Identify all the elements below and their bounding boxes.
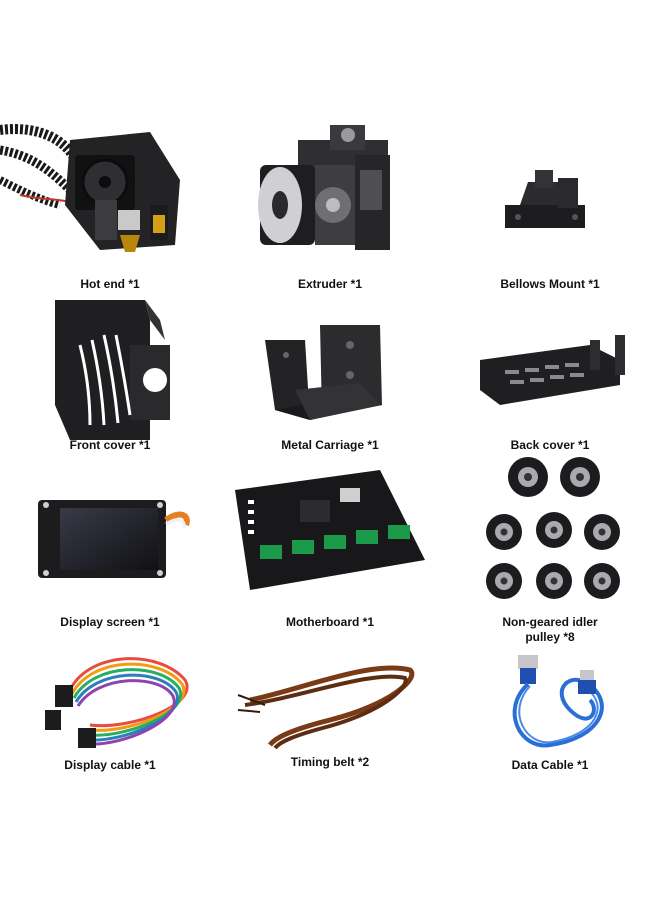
metal-carriage-icon bbox=[265, 325, 382, 420]
item-label: Front cover *1 bbox=[69, 438, 151, 452]
item-label: Data Cable *1 bbox=[511, 758, 589, 772]
display-screen-icon bbox=[38, 500, 190, 578]
item-label-line: Non-geared idler bbox=[502, 615, 598, 629]
motherboard-icon bbox=[235, 470, 425, 590]
item-label: Display cable *1 bbox=[64, 758, 156, 772]
item-motherboard: Motherboard *1 bbox=[220, 460, 440, 640]
item-front-cover: Front cover *1 bbox=[0, 295, 220, 465]
item-label: Extruder *1 bbox=[297, 277, 363, 291]
item-label: Display screen *1 bbox=[60, 615, 160, 629]
item-back-cover: Back cover *1 bbox=[440, 295, 660, 465]
item-label: Metal Carriage *1 bbox=[281, 438, 379, 452]
timing-belt-icon bbox=[237, 665, 415, 750]
item-label: Timing belt *2 bbox=[290, 755, 370, 769]
item-display-cable: Display cable *1 bbox=[0, 650, 220, 780]
front-cover-icon bbox=[55, 300, 170, 440]
item-label: Back cover *1 bbox=[510, 438, 590, 452]
bellows-mount-icon bbox=[505, 170, 585, 228]
item-label: Hot end *1 bbox=[80, 277, 140, 291]
item-label: Bellows Mount *1 bbox=[500, 277, 600, 291]
back-cover-icon bbox=[480, 335, 625, 405]
idler-pulley-icon bbox=[486, 457, 620, 599]
extruder-icon bbox=[258, 125, 390, 250]
item-bellows-mount: Bellows Mount *1 bbox=[440, 110, 660, 300]
item-timing-belt: Timing belt *2 bbox=[220, 650, 440, 780]
item-data-cable: Data Cable *1 bbox=[440, 650, 660, 780]
item-hot-end: Hot end *1 bbox=[0, 110, 220, 300]
item-metal-carriage: Metal Carriage *1 bbox=[220, 295, 440, 465]
item-display-screen: Display screen *1 bbox=[0, 460, 220, 640]
item-extruder: Extruder *1 bbox=[220, 110, 440, 300]
display-cable-icon bbox=[45, 657, 189, 748]
item-label-line: pulley *8 bbox=[525, 630, 575, 644]
hotend-icon bbox=[0, 124, 180, 252]
item-idler-pulley: Non-geared idler pulley *8 bbox=[440, 455, 660, 655]
item-label: Motherboard *1 bbox=[285, 615, 374, 629]
data-cable-icon bbox=[512, 655, 604, 748]
item-label: Non-geared idler pulley *8 bbox=[440, 615, 660, 645]
